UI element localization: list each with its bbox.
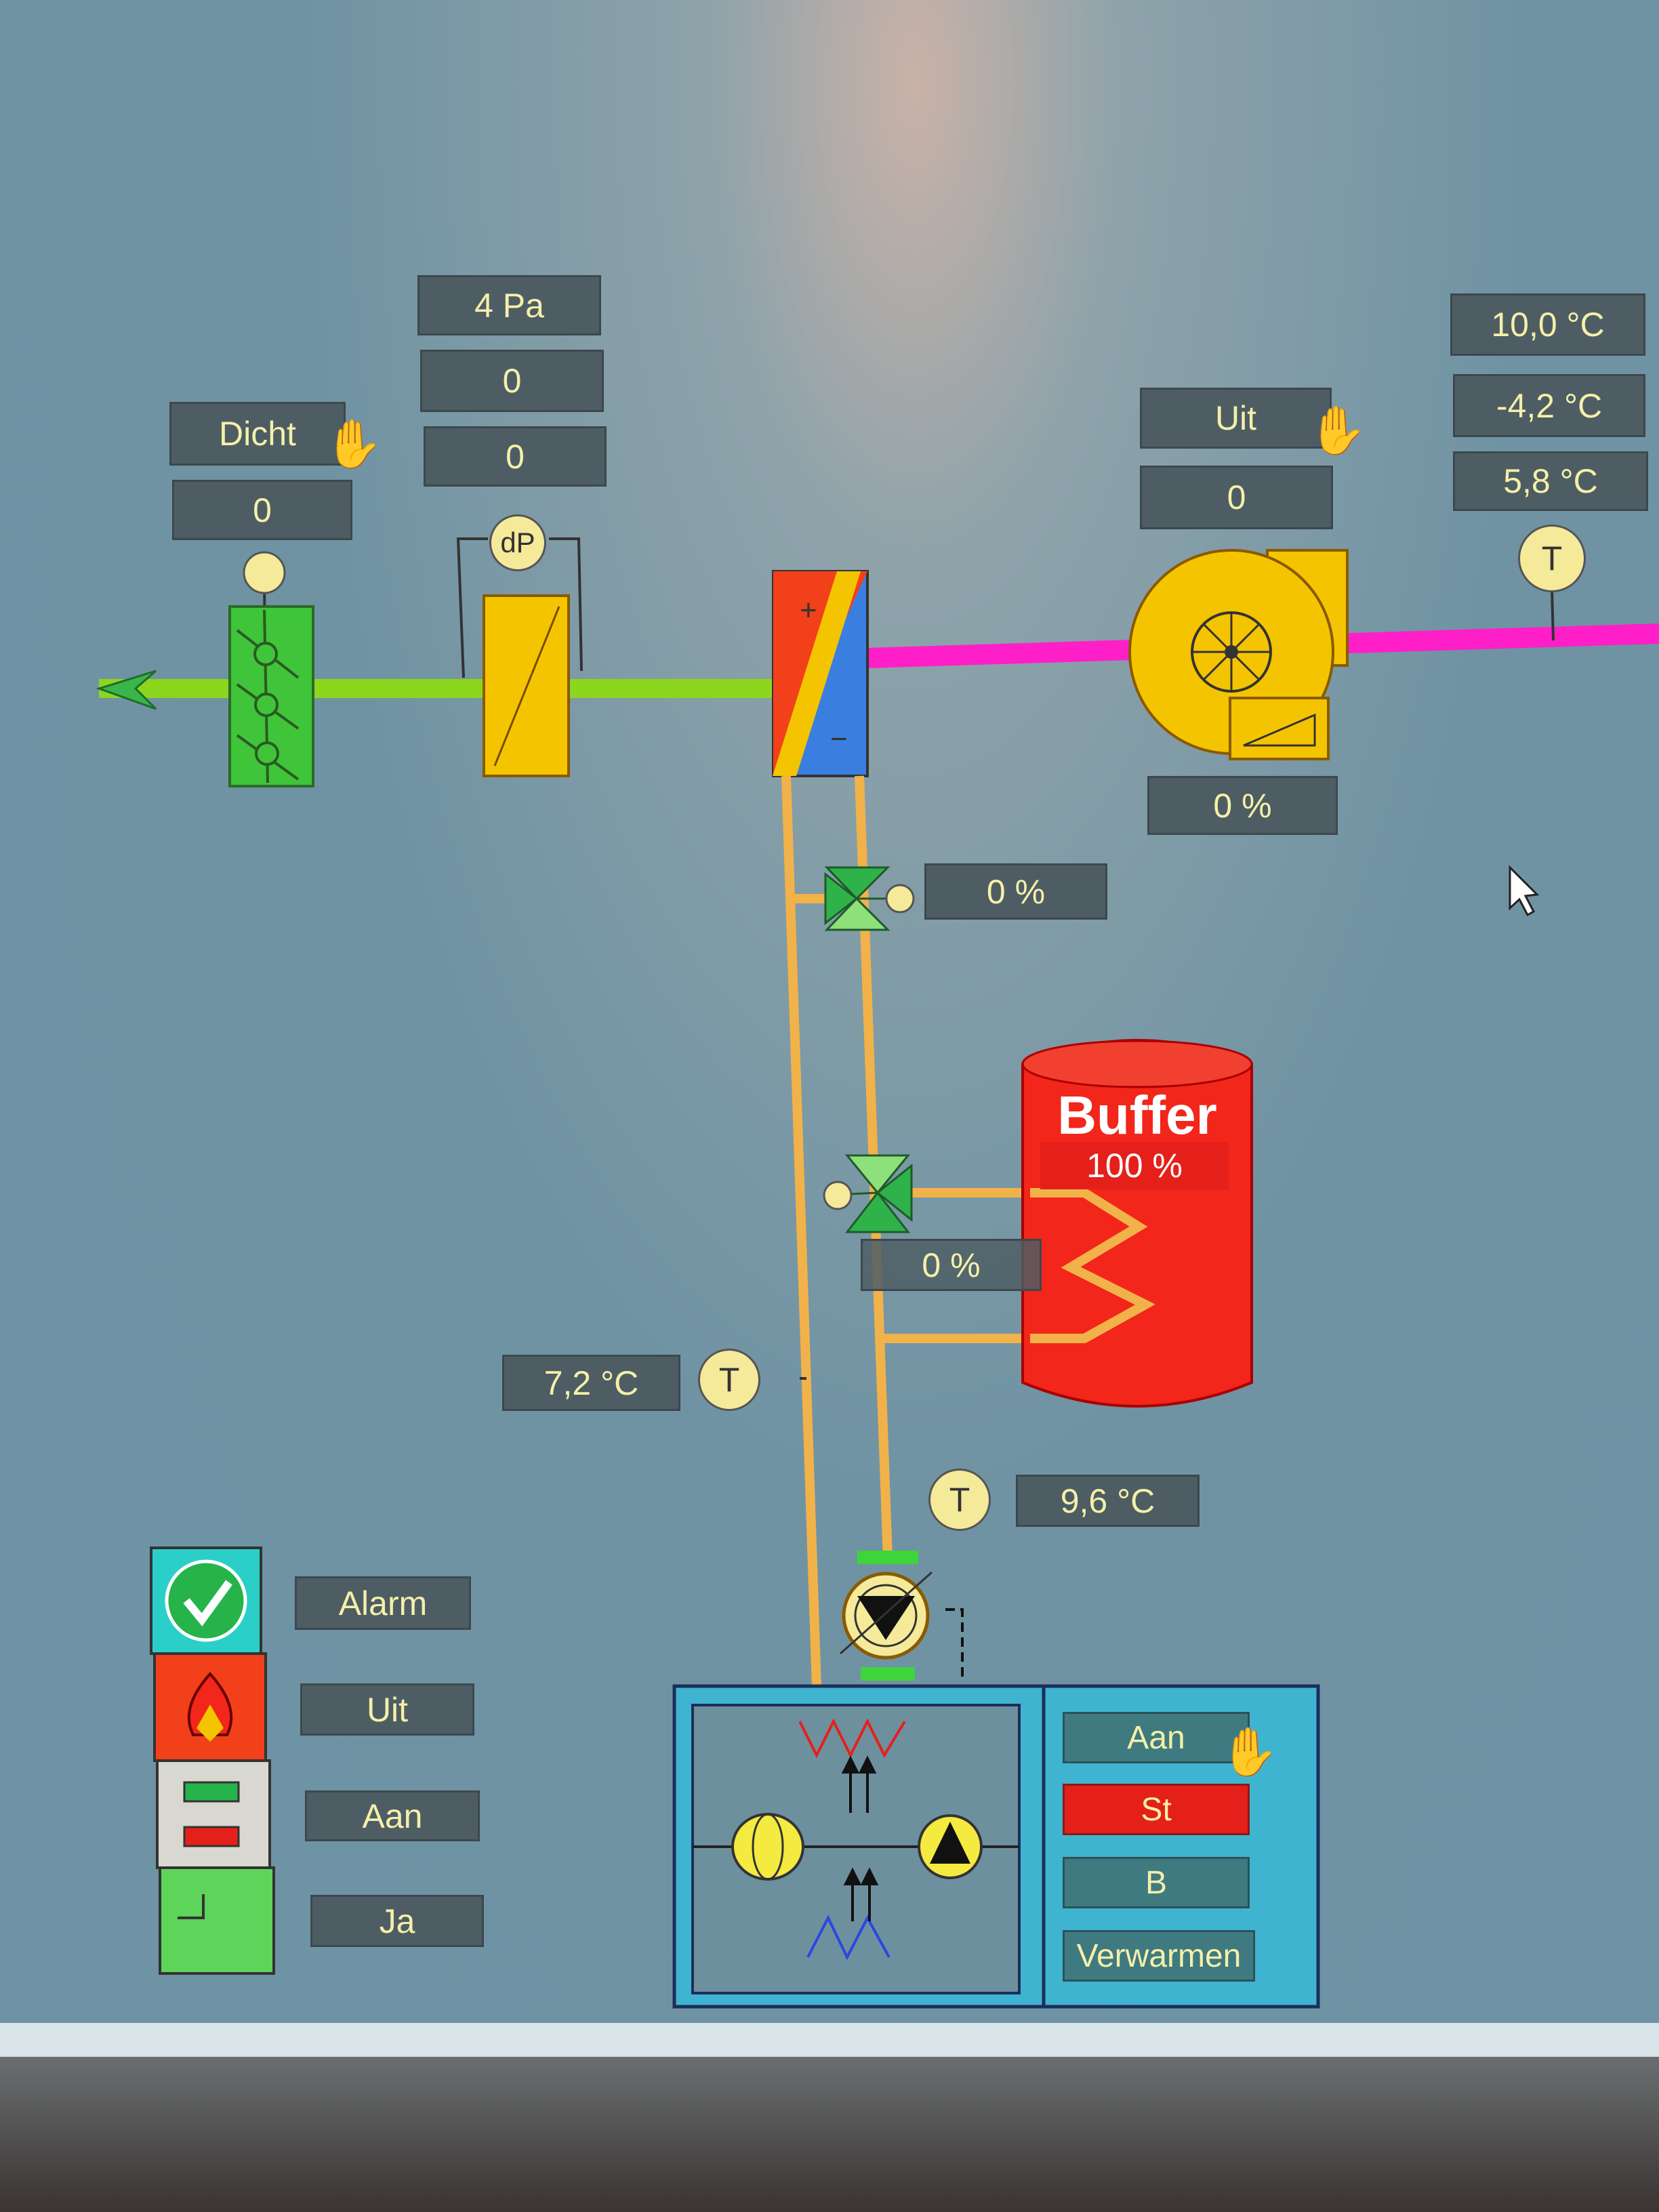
alarm-status: Alarm	[295, 1576, 471, 1630]
temp-1: 10,0 °C	[1450, 293, 1645, 356]
filter-value-1: 0	[420, 350, 604, 412]
heatpump-fault-indicator: St	[1063, 1784, 1250, 1835]
fan-value: 0	[1140, 466, 1333, 529]
screen-edge	[0, 2023, 1659, 2057]
filter-icon	[456, 537, 583, 777]
temp-2: -4,2 °C	[1453, 374, 1645, 437]
damper-icon	[228, 551, 314, 787]
air-inlet-arrow-icon	[96, 670, 157, 710]
valve-1-position: 0 %	[924, 863, 1107, 920]
heatpump-mode[interactable]: Verwarmen	[1063, 1930, 1255, 1982]
flow-temp-sensor[interactable]: T	[928, 1469, 991, 1531]
svg-text:+: +	[800, 594, 817, 627]
valve-2-position: 0 %	[861, 1239, 1042, 1291]
switch-status: Aan	[305, 1790, 480, 1841]
manual-override-hand-icon[interactable]: ✋	[1220, 1725, 1279, 1778]
burner-status: Uit	[300, 1683, 474, 1736]
heatpump-state-button[interactable]: Aan	[1063, 1712, 1250, 1763]
contact-icon	[159, 1866, 275, 1975]
contact-status: Ja	[310, 1895, 484, 1947]
svg-text:−: −	[830, 722, 848, 756]
outside-air-duct	[99, 679, 777, 698]
heatpump-mode-b[interactable]: B	[1063, 1857, 1250, 1908]
fan-output: 0 %	[1147, 776, 1338, 835]
damper-value: 0	[172, 480, 352, 540]
status-icon-column	[150, 1547, 275, 1975]
dp-sensor[interactable]: dP	[489, 514, 546, 571]
damper-state-button[interactable]: Dicht	[169, 402, 346, 466]
pump-icon	[840, 1551, 964, 1681]
heating-coil-icon: + −	[772, 570, 869, 777]
mouse-cursor-icon	[1509, 865, 1540, 917]
monitor-bezel	[0, 2057, 1659, 2212]
filter-value-2: 0	[424, 426, 607, 487]
buffer-tank-icon	[1021, 1039, 1253, 1408]
valve-2-icon	[823, 1154, 913, 1233]
filter-pressure: 4 Pa	[417, 275, 601, 335]
return-temp-sensor[interactable]: T	[698, 1349, 760, 1411]
supply-temp-sensor[interactable]: T	[1518, 525, 1586, 592]
temp-3: 5,8 °C	[1453, 451, 1648, 511]
fan-icon	[1128, 549, 1349, 760]
return-temp: 7,2 °C	[502, 1355, 680, 1411]
buffer-title: Buffer	[1057, 1085, 1217, 1145]
flow-temp: 9,6 °C	[1016, 1475, 1200, 1527]
manual-override-hand-icon[interactable]: ✋	[1308, 404, 1368, 457]
buffer-level: 100 %	[1040, 1142, 1229, 1189]
fan-state-button[interactable]: Uit	[1140, 388, 1332, 449]
manual-override-hand-icon[interactable]: ✋	[324, 417, 384, 470]
valve-1-icon	[824, 866, 915, 931]
switch-state-icon	[156, 1759, 271, 1869]
